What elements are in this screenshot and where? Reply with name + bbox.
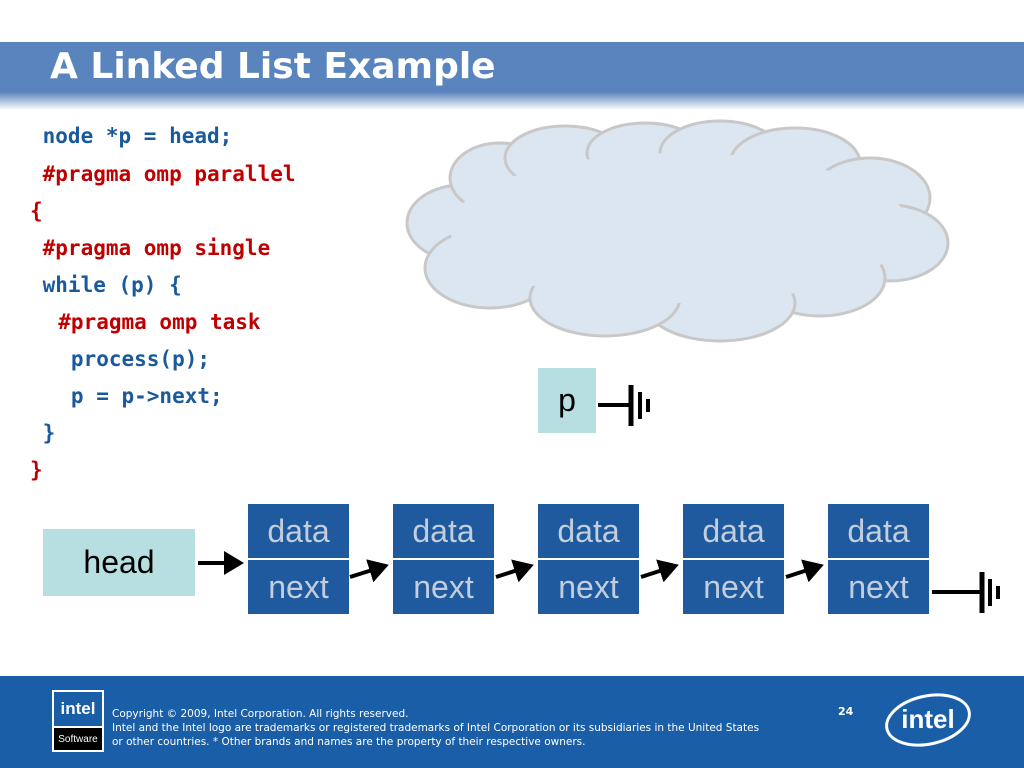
- p-null-ground-icon: [598, 385, 650, 426]
- node-next-cell: next: [683, 560, 784, 614]
- slide-title: A Linked List Example: [50, 46, 496, 87]
- code-line-1: node *p = head;: [30, 124, 233, 148]
- node-data-cell: data: [393, 504, 494, 558]
- node-next-cell: next: [828, 560, 929, 614]
- code-line-10: }: [30, 458, 43, 482]
- head-box: head: [43, 529, 195, 596]
- code-line-7: process(p);: [33, 347, 211, 371]
- next-arrow-2: [495, 559, 534, 583]
- code-line-4: #pragma omp single: [30, 236, 271, 260]
- list-node-1: data next: [248, 504, 349, 614]
- code-line-9: }: [30, 421, 56, 445]
- pointer-p-box: p: [538, 368, 596, 433]
- page-number: 24: [838, 705, 854, 718]
- head-label: head: [83, 544, 155, 580]
- copyright-line-3: or other countries. * Other brands and n…: [112, 736, 586, 748]
- intel-logo-big-text: intel: [901, 704, 954, 734]
- node-data-cell: data: [248, 504, 349, 558]
- next-arrow-4: [785, 559, 824, 583]
- list-node-3: data next: [538, 504, 639, 614]
- code-line-2: #pragma omp parallel: [30, 162, 296, 186]
- node-data-cell: data: [538, 504, 639, 558]
- list-null-ground-icon: [932, 572, 1000, 613]
- list-node-2: data next: [393, 504, 494, 614]
- next-arrow-1: [349, 559, 389, 583]
- copyright-line-2: Intel and the Intel logo are trademarks …: [112, 722, 760, 734]
- code-line-3: {: [30, 199, 43, 223]
- footer-bar: [0, 676, 1024, 768]
- code-line-8: p = p->next;: [33, 384, 223, 408]
- code-line-6: #pragma omp task: [33, 310, 261, 334]
- copyright-text: Copyright © 2009, Intel Corporation. All…: [112, 707, 759, 749]
- list-node-4: data next: [683, 504, 784, 614]
- node-data-cell: data: [683, 504, 784, 558]
- intel-logo-small-text: intel: [54, 692, 102, 726]
- intel-logo-icon: intel: [885, 693, 971, 747]
- code-line-5: while (p) {: [30, 273, 182, 297]
- node-data-cell: data: [828, 504, 929, 558]
- intel-software-logo: intel Software: [52, 690, 104, 752]
- node-next-cell: next: [538, 560, 639, 614]
- node-next-cell: next: [248, 560, 349, 614]
- node-next-cell: next: [393, 560, 494, 614]
- title-bar: [0, 42, 1024, 92]
- copyright-line-1: Copyright © 2009, Intel Corporation. All…: [112, 708, 409, 720]
- title-bar-fade: [0, 92, 1024, 110]
- list-node-5: data next: [828, 504, 929, 614]
- task-pool-cloud: [405, 119, 950, 343]
- pointer-p-label: p: [558, 382, 576, 418]
- software-label: Software: [54, 728, 102, 750]
- next-arrow-3: [640, 559, 679, 583]
